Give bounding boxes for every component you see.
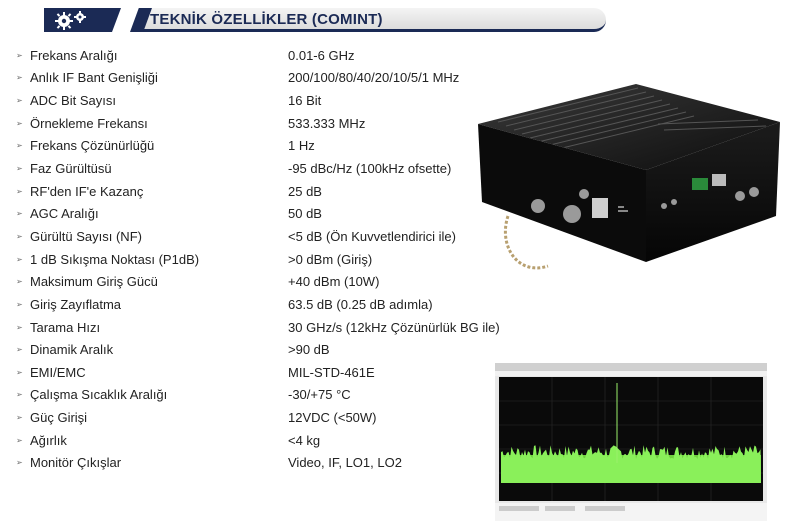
spec-value: 200/100/80/40/20/10/5/1 MHz	[288, 70, 460, 86]
spec-value: 1 Hz	[288, 138, 315, 154]
spec-value: 533.333 MHz	[288, 115, 366, 131]
spec-row: ➢ Maksimum Giriş Gücü +40 dBm (10W)	[14, 270, 574, 293]
spec-value: <5 dB (Ön Kuvvetlendirici ile)	[288, 228, 456, 244]
arrow-bullet-icon: ➢	[16, 141, 23, 151]
arrow-bullet-icon: ➢	[16, 118, 23, 128]
spec-row: ➢ Monitör Çıkışlar Video, IF, LO1, LO2	[14, 452, 574, 475]
spec-value: MIL-STD-461E	[288, 364, 375, 380]
spec-row: ➢ Örnekleme Frekansı 533.333 MHz	[14, 112, 574, 135]
spec-row: ➢ Giriş Zayıflatma 63.5 dB (0.25 dB adımla…	[14, 293, 574, 316]
spec-row: ➢ 1 dB Sıkışma Noktası (P1dB) >0 dBm (Giri…	[14, 248, 574, 271]
spec-label: Ağırlık	[30, 432, 67, 448]
arrow-bullet-icon: ➢	[16, 413, 23, 423]
section-header: TEKNİK ÖZELLİKLER (COMINT)	[44, 8, 606, 32]
arrow-bullet-icon: ➢	[16, 435, 23, 445]
spec-row: ➢ Güç Girişi 12VDC (<50W)	[14, 406, 574, 429]
spec-row: ➢ Ağırlık <4 kg	[14, 429, 574, 452]
arrow-bullet-icon: ➢	[16, 231, 23, 241]
spec-label: AGC Aralığı	[30, 206, 99, 222]
spec-list: ➢ Frekans Aralığı 0.01-6 GHz ➢ Anlık IF Bant…	[14, 44, 574, 474]
spec-row: ➢ Tarama Hızı 30 GHz/s (12kHz Çözünürlük B…	[14, 316, 574, 339]
arrow-bullet-icon: ➢	[16, 73, 23, 83]
arrow-bullet-icon: ➢	[16, 50, 23, 60]
spec-label: Örnekleme Frekansı	[30, 115, 148, 131]
spec-label: EMI/EMC	[30, 364, 86, 380]
spec-label: Maksimum Giriş Gücü	[30, 274, 158, 290]
spec-row: ➢ Frekans Aralığı 0.01-6 GHz	[14, 44, 574, 67]
arrow-bullet-icon: ➢	[16, 277, 23, 287]
spec-label: Frekans Çözünürlüğü	[30, 138, 155, 154]
page-title: TEKNİK ÖZELLİKLER (COMINT)	[150, 11, 383, 28]
spec-value: 16 Bit	[288, 93, 322, 109]
arrow-bullet-icon: ➢	[16, 254, 23, 264]
spec-value: Video, IF, LO1, LO2	[288, 455, 402, 471]
arrow-bullet-icon: ➢	[16, 299, 23, 309]
arrow-bullet-icon: ➢	[16, 186, 23, 196]
spec-row: ➢ Gürültü Sayısı (NF) <5 dB (Ön Kuvvetlend…	[14, 225, 574, 248]
spec-row: ➢ RF'den IF'e Kazanç 25 dB	[14, 180, 574, 203]
spec-label: Güç Girişi	[30, 410, 88, 426]
gears-icon	[55, 11, 86, 30]
arrow-bullet-icon: ➢	[16, 367, 23, 377]
spec-value: 25 dB	[288, 183, 322, 199]
spec-row: ➢ Anlık IF Bant Genişliği 200/100/80/40/20…	[14, 67, 574, 90]
arrow-bullet-icon: ➢	[16, 209, 23, 219]
spec-value: 0.01-6 GHz	[288, 47, 355, 63]
arrow-bullet-icon: ➢	[16, 458, 23, 468]
arrow-bullet-icon: ➢	[16, 390, 23, 400]
spec-label: Gürültü Sayısı (NF)	[30, 228, 142, 244]
spec-row: ➢ Frekans Çözünürlüğü 1 Hz	[14, 135, 574, 158]
spec-value: -30/+75 °C	[288, 387, 351, 403]
spec-label: Dinamik Aralık	[30, 342, 114, 358]
spec-row: ➢ ADC Bit Sayısı 16 Bit	[14, 89, 574, 112]
spec-label: ADC Bit Sayısı	[30, 93, 116, 109]
receiver-device-image	[478, 84, 780, 270]
spec-value: 12VDC (<50W)	[288, 410, 377, 426]
spec-label: 1 dB Sıkışma Noktası (P1dB)	[30, 251, 200, 267]
spec-value: 30 GHz/s (12kHz Çözünürlük BG ile)	[288, 319, 500, 335]
spec-value: 50 dB	[288, 206, 322, 222]
spec-row: ➢ EMI/EMC MIL-STD-461E	[14, 361, 574, 384]
spec-value: >90 dB	[288, 342, 330, 358]
arrow-bullet-icon: ➢	[16, 322, 23, 332]
spec-label: Çalışma Sıcaklık Aralığı	[30, 387, 168, 403]
arrow-bullet-icon: ➢	[16, 345, 23, 355]
spec-value: +40 dBm (10W)	[288, 274, 380, 290]
spec-row: ➢ Dinamik Aralık >90 dB	[14, 338, 574, 361]
spec-value: >0 dBm (Giriş)	[288, 251, 373, 267]
spec-value: -95 dBc/Hz (100kHz ofsette)	[288, 161, 452, 177]
spec-label: Tarama Hızı	[30, 319, 101, 335]
spec-label: Frekans Aralığı	[30, 47, 118, 63]
spec-label: Giriş Zayıflatma	[30, 296, 122, 312]
spec-value: 63.5 dB (0.25 dB adımla)	[288, 296, 433, 312]
spec-row: ➢ Çalışma Sıcaklık Aralığı -30/+75 °C	[14, 384, 574, 407]
spec-label: Anlık IF Bant Genişliği	[30, 70, 158, 86]
arrow-bullet-icon: ➢	[16, 96, 23, 106]
spec-row: ➢ Faz Gürültüsü -95 dBc/Hz (100kHz ofsette…	[14, 157, 574, 180]
spec-label: Monitör Çıkışlar	[30, 455, 122, 471]
spec-label: Faz Gürültüsü	[30, 161, 112, 177]
arrow-bullet-icon: ➢	[16, 164, 23, 174]
spectrum-analyzer-screenshot	[495, 363, 767, 521]
spec-label: RF'den IF'e Kazanç	[30, 183, 144, 199]
spec-value: <4 kg	[288, 432, 321, 448]
spec-row: ➢ AGC Aralığı 50 dB	[14, 202, 574, 225]
